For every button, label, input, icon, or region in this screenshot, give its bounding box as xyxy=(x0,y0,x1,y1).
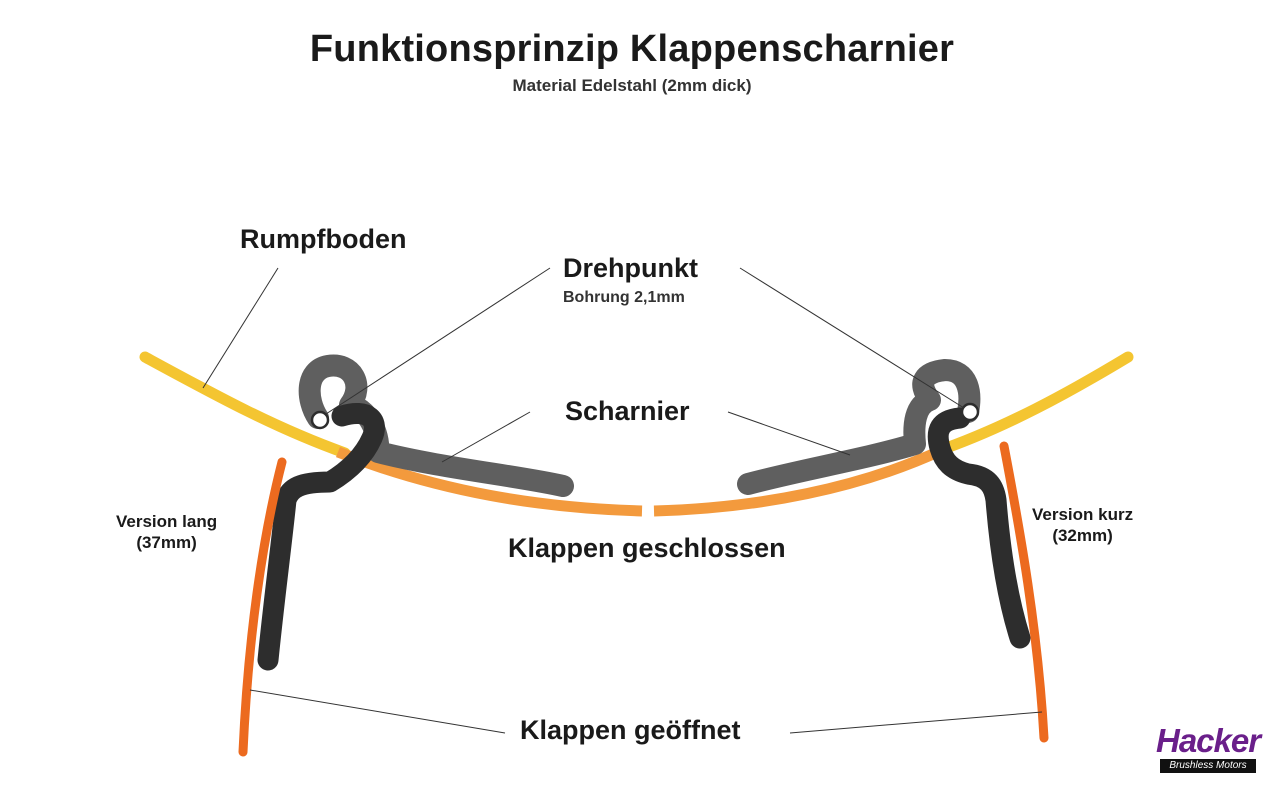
logo-brand: Hacker xyxy=(1156,722,1261,759)
logo-tagline: Brushless Motors xyxy=(1160,759,1256,773)
label-version-lang-line1: Version lang xyxy=(116,512,218,531)
label-klappen-geschlossen: Klappen geschlossen xyxy=(508,533,786,563)
fuselage-floor-right xyxy=(929,351,1134,458)
leader-geoeffnet-left xyxy=(249,689,506,734)
flap-closed-right xyxy=(653,445,945,517)
label-version-lang-line2: (37mm) xyxy=(136,533,197,552)
leader-drehpunkt-right xyxy=(739,267,965,409)
leader-drehpunkt-left xyxy=(325,267,551,415)
leader-geoeffnet-right xyxy=(789,711,1043,734)
hacker-logo: Hacker Brushless Motors xyxy=(1156,722,1261,775)
fuselage-floor-left xyxy=(139,351,351,459)
label-bohrung: Bohrung 2,1mm xyxy=(563,289,685,306)
leader-scharnier-right xyxy=(727,411,851,456)
label-scharnier: Scharnier xyxy=(565,396,690,426)
label-version-kurz-line1: Version kurz xyxy=(1032,505,1134,524)
label-version-kurz: Version kurz (32mm) xyxy=(1032,504,1133,546)
flap-open-left xyxy=(238,457,287,757)
pivot-left xyxy=(310,410,330,430)
hinge-arm-right xyxy=(927,407,1031,649)
pivot-right xyxy=(960,402,980,422)
diagram-title: Funktionsprinzip Klappenscharnier xyxy=(309,28,955,70)
diagram-subtitle: Material Edelstahl (2mm dick) xyxy=(512,76,752,95)
label-version-kurz-line2: (32mm) xyxy=(1052,526,1113,545)
leader-scharnier-left xyxy=(441,411,531,463)
hinge-arm-left xyxy=(257,403,385,671)
label-klappen-geoeffnet: Klappen geöffnet xyxy=(520,715,741,745)
hinge-right xyxy=(737,359,981,495)
label-rumpfboden: Rumpfboden xyxy=(240,224,407,254)
label-drehpunkt: Drehpunkt xyxy=(563,253,698,283)
label-version-lang: Version lang (37mm) xyxy=(116,511,217,553)
flap-closed-left xyxy=(335,446,643,517)
flap-open-right xyxy=(999,441,1049,743)
leader-rumpfboden xyxy=(202,267,279,389)
